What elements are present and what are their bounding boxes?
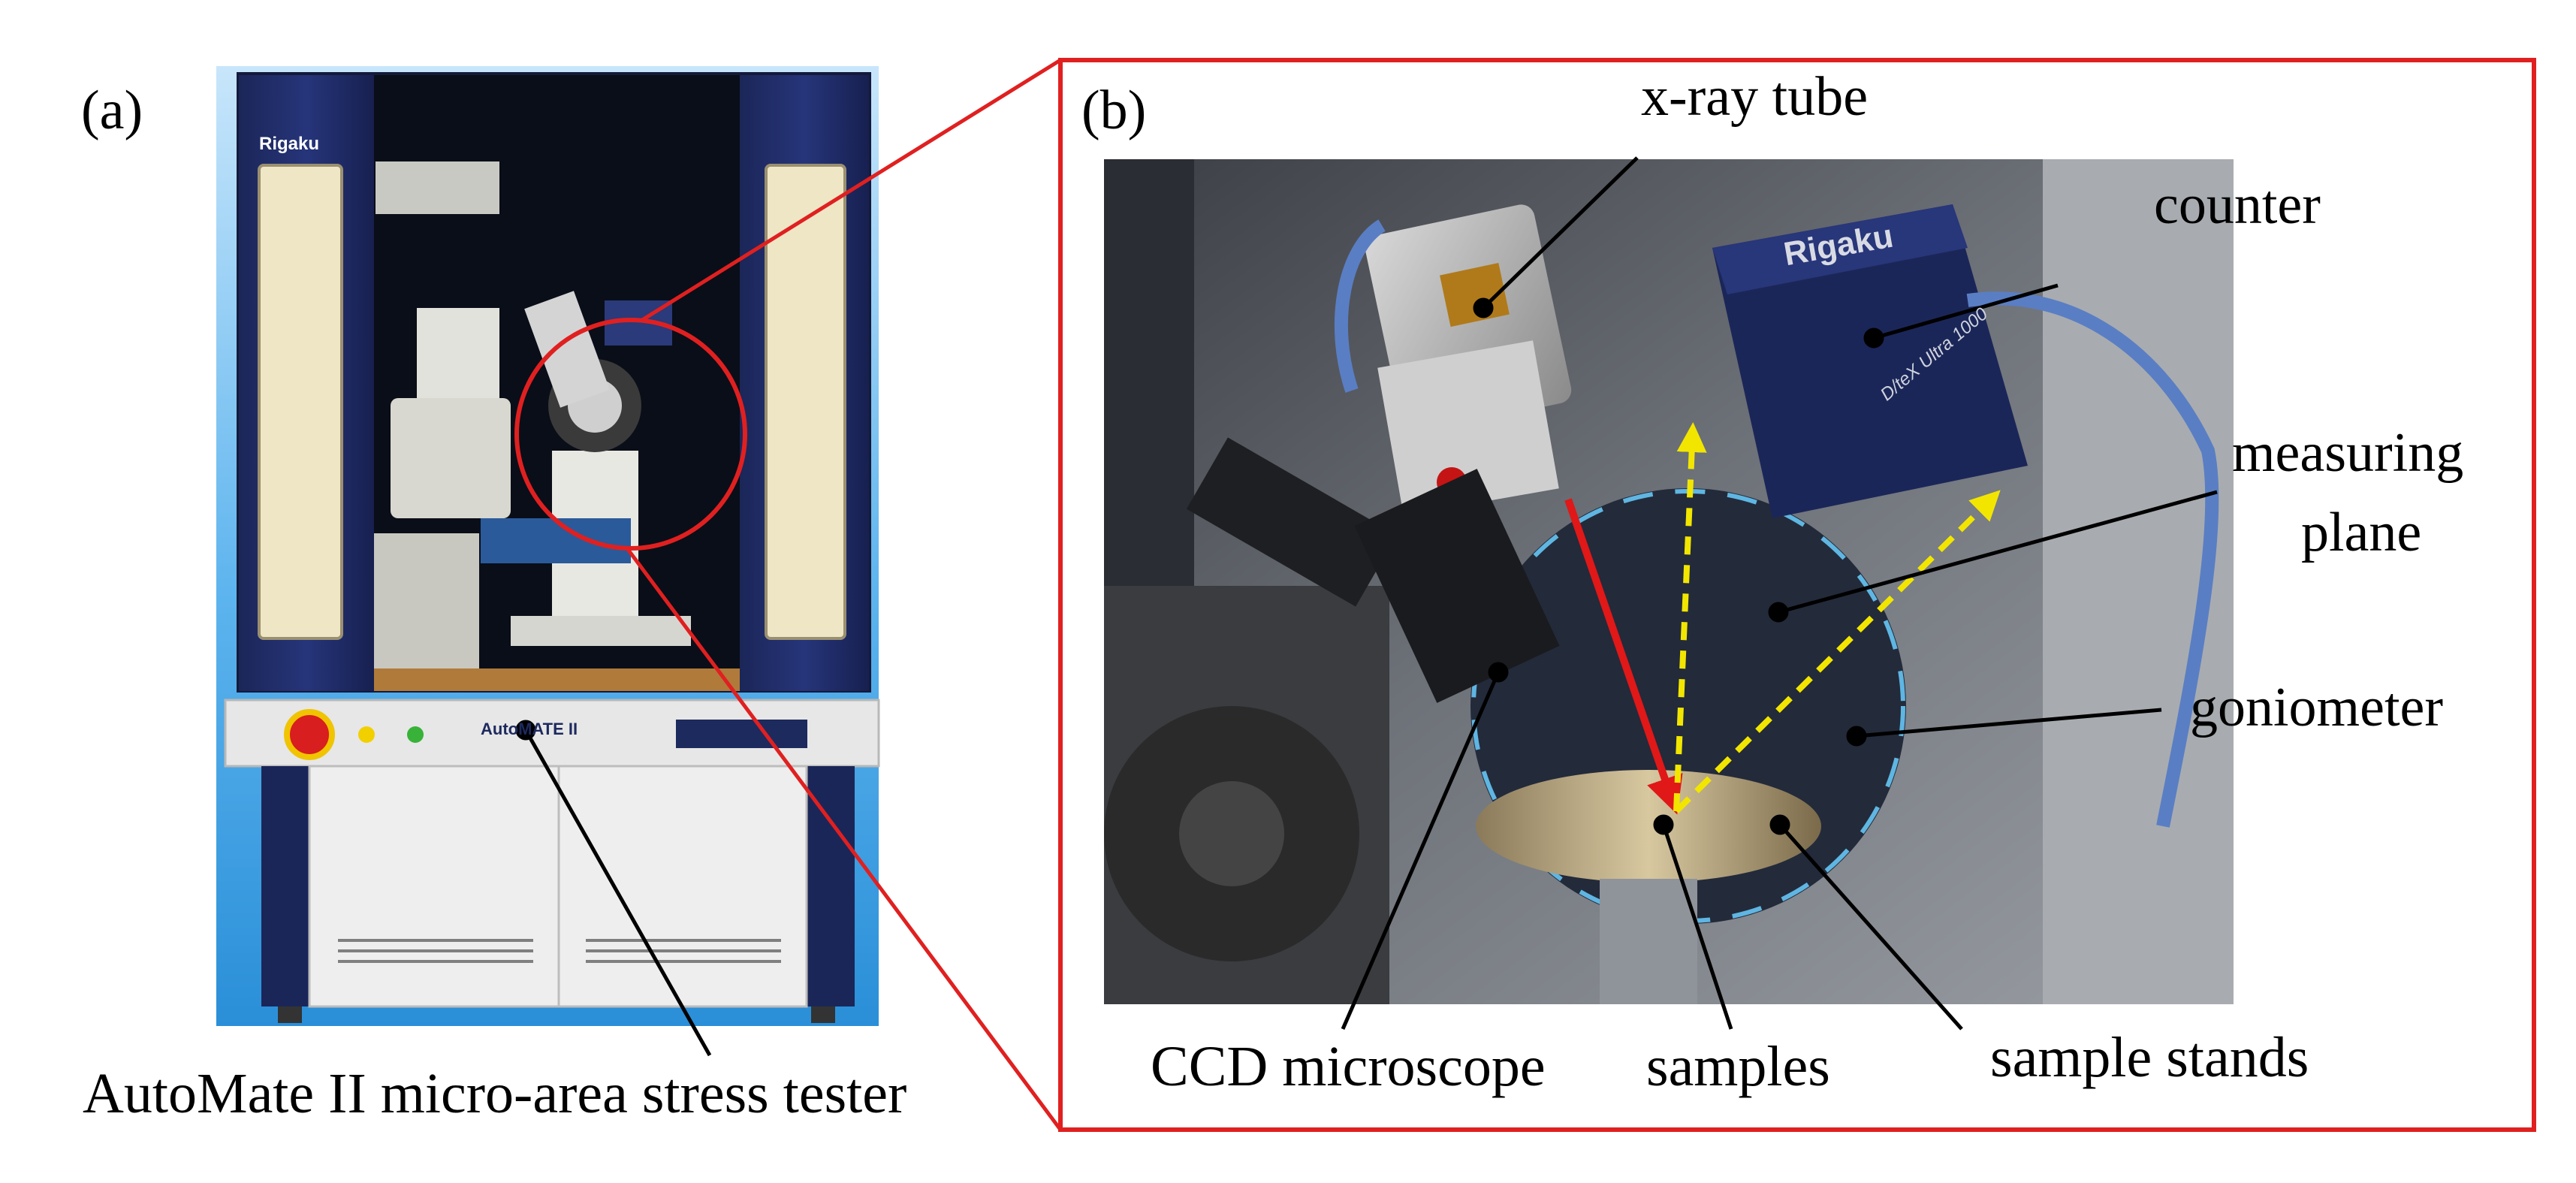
leader-samples	[1661, 824, 1733, 1030]
leader-measuring-plane	[1778, 490, 2218, 614]
leader-counter	[1873, 283, 2059, 340]
leader-goniometer	[1856, 708, 2162, 738]
callout-sample-stands: sample stands	[1990, 1026, 2309, 1089]
zoom-connector-top	[641, 58, 1062, 322]
diffracted-beam-2	[1674, 490, 2001, 813]
panel-b-label: (b)	[1081, 80, 1147, 141]
callout-goniometer: goniometer	[2190, 677, 2444, 738]
callout-xray-tube: x-ray tube	[1641, 66, 1869, 128]
rigaku-brand-a: Rigaku	[259, 134, 320, 154]
panel-b-frame	[1058, 58, 2536, 1132]
leader-automate	[523, 729, 712, 1057]
highlight-circle	[514, 318, 747, 551]
leader-sample-stands	[1778, 823, 1963, 1031]
panel-a-caption: AutoMate II micro-area stress tester	[83, 1062, 907, 1125]
panel-a-label: (a)	[81, 80, 143, 141]
automate-brand-a: AutoMATE II	[481, 720, 578, 738]
callout-measuring: measuring	[2232, 422, 2464, 484]
callout-plane: plane	[2301, 502, 2422, 563]
panel-a-photo	[216, 66, 880, 1026]
counter-detector	[1712, 204, 2028, 518]
callout-ccd-microscope: CCD microscope	[1151, 1035, 1546, 1098]
callout-counter: counter	[2154, 174, 2321, 236]
ccd-microscope-body	[1186, 437, 1398, 607]
emergency-stop-button	[284, 709, 335, 760]
leader-xray-tube	[1482, 156, 1639, 309]
panel-b-photo	[1104, 159, 2234, 1004]
leader-ccd-microscope	[1341, 671, 1501, 1030]
diffracted-beam-1	[1673, 422, 1707, 812]
incident-beam	[1564, 498, 1683, 815]
zoom-connector-bottom	[625, 547, 1063, 1131]
callout-samples: samples	[1646, 1035, 1830, 1098]
sample-stand	[1476, 770, 1821, 883]
